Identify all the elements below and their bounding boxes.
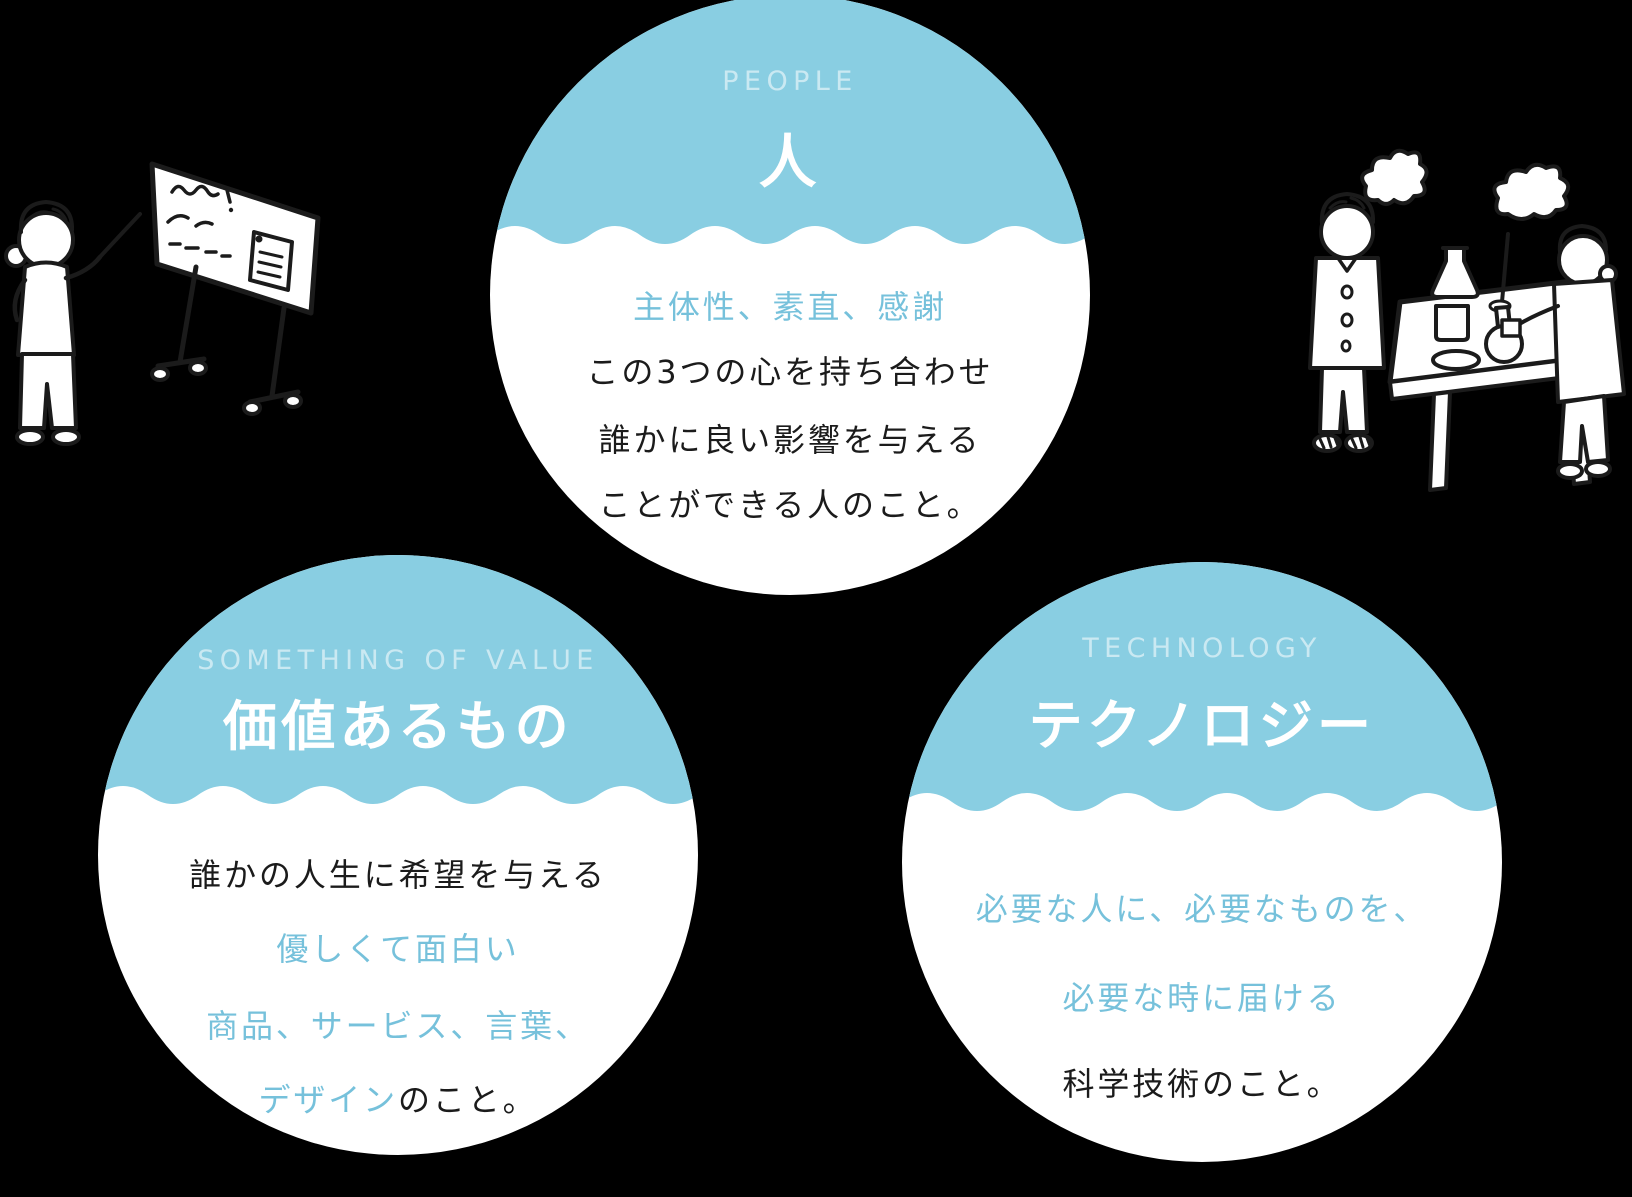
button bbox=[1340, 284, 1354, 300]
circle-technology: TECHNOLOGY テクノロジー 必要な人に、必要なものを、 必要な時に届ける… bbox=[902, 562, 1502, 1162]
board-left-leg bbox=[177, 264, 199, 365]
circle-title: テクノロジー bbox=[1028, 694, 1376, 757]
student-person bbox=[1308, 192, 1386, 453]
smoke-puff bbox=[1492, 162, 1571, 221]
shoe bbox=[1556, 462, 1584, 480]
table-leg bbox=[1428, 390, 1452, 492]
sock-stripes bbox=[1350, 435, 1372, 450]
stirring-rod bbox=[1500, 232, 1510, 304]
pointer-stick bbox=[96, 212, 142, 261]
experiment-illustration bbox=[1308, 148, 1626, 492]
hair bbox=[1319, 192, 1376, 226]
button bbox=[1340, 312, 1354, 328]
sticky-note bbox=[248, 230, 294, 292]
right-foot bbox=[51, 428, 81, 446]
caster-wheel bbox=[283, 393, 303, 409]
whiteboard bbox=[149, 161, 321, 416]
circle-text-line: 誰かに良い影響を与える bbox=[598, 421, 982, 459]
hair-strands bbox=[28, 207, 68, 222]
dish bbox=[1431, 349, 1481, 371]
scribble-2 bbox=[166, 214, 214, 228]
erlenmeyer-flask bbox=[1430, 246, 1480, 299]
beaker bbox=[1434, 304, 1470, 342]
pants bbox=[18, 352, 78, 430]
presenter-person bbox=[4, 200, 142, 446]
button bbox=[1340, 339, 1352, 353]
exclamation-dot bbox=[228, 207, 234, 213]
line-segment: デザイン bbox=[258, 1081, 398, 1119]
left-arm bbox=[12, 277, 28, 323]
caster-wheel bbox=[242, 400, 262, 416]
circle-label-en: PEOPLE bbox=[722, 66, 858, 97]
shirt bbox=[16, 260, 76, 357]
caster-wheel bbox=[150, 366, 170, 382]
circle-text-line: 主体性、素直、感謝 bbox=[633, 288, 947, 326]
circle-header-wave bbox=[490, 0, 1090, 244]
circle-people: PEOPLE 人 主体性、素直、感謝 この3つの心を持ち合わせ 誰かに良い影響を… bbox=[490, 0, 1090, 595]
circle-text-line: 誰かの人生に希望を与える bbox=[189, 856, 607, 894]
note-lines bbox=[256, 250, 284, 279]
pants bbox=[1558, 394, 1610, 464]
circle-title: 人 bbox=[758, 128, 822, 196]
head bbox=[17, 211, 75, 269]
exclamation bbox=[225, 188, 232, 204]
lab-coat bbox=[1552, 278, 1626, 404]
circle-text-line: 優しくて面白い bbox=[276, 930, 520, 968]
scribble-1 bbox=[170, 184, 220, 198]
circle-title: 価値あるもの bbox=[223, 695, 573, 758]
circle-text-line: 商品、サービス、言葉、 bbox=[206, 1007, 590, 1045]
left-foot bbox=[15, 428, 45, 446]
sock-stripes bbox=[1318, 435, 1340, 450]
scribble-dashes bbox=[168, 242, 232, 258]
hair bbox=[1557, 224, 1608, 254]
circle-text-line: 科学技術のこと。 bbox=[1062, 1065, 1342, 1103]
scientist-person bbox=[1500, 224, 1626, 480]
head bbox=[1319, 204, 1375, 260]
note-pin bbox=[255, 235, 263, 243]
circle-text-line: 必要な人に、必要なものを、 bbox=[975, 890, 1429, 928]
circle-text-line: ことができる人のこと。 bbox=[598, 486, 982, 524]
circle-text-line: デザインのこと。 bbox=[98, 1084, 698, 1116]
circle-text-line: この3つの心を持ち合わせ bbox=[586, 353, 994, 391]
circle-text-line: 必要な時に届ける bbox=[1062, 979, 1342, 1017]
circle-label-en: TECHNOLOGY bbox=[1082, 633, 1322, 664]
collar bbox=[1336, 256, 1358, 273]
hair-strands bbox=[1328, 196, 1366, 210]
smoke-puff bbox=[1360, 148, 1429, 206]
right-arm bbox=[63, 254, 103, 281]
pants bbox=[1318, 366, 1369, 434]
circle-header-wave bbox=[902, 562, 1502, 811]
hair bbox=[18, 200, 75, 234]
line-segment: のこと。 bbox=[398, 1081, 538, 1119]
shoe bbox=[1584, 460, 1612, 478]
hand-beaker bbox=[1500, 318, 1522, 338]
circle-label-en: SOMETHING OF VALUE bbox=[197, 645, 599, 676]
lab-glassware bbox=[1430, 232, 1524, 371]
circle-value: SOMETHING OF VALUE 価値あるもの 誰かの人生に希望を与える 優… bbox=[98, 555, 698, 1155]
smoke-clouds bbox=[1360, 148, 1571, 221]
presenter-illustration bbox=[4, 161, 321, 446]
circle-header-wave bbox=[98, 555, 698, 804]
caster-wheel bbox=[188, 360, 208, 376]
board-right-leg bbox=[269, 305, 287, 399]
